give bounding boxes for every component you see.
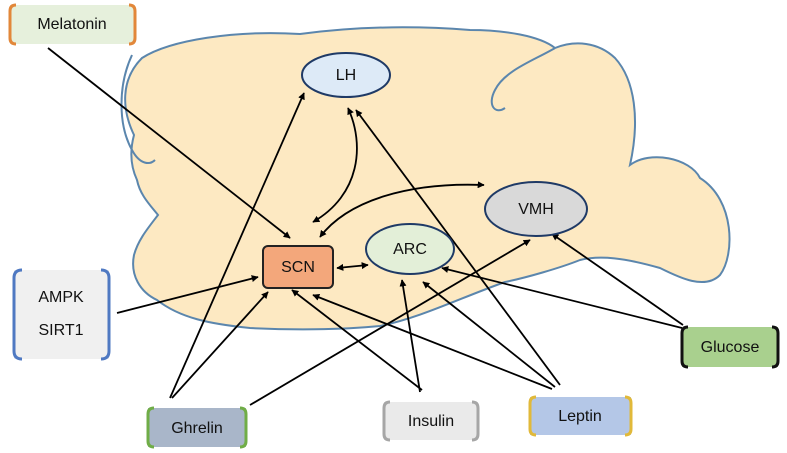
arrow-insulin-to-arc [399,279,421,393]
ghrelin-bracket-right [239,406,248,449]
glucose-box [682,327,778,367]
arrow-glucose-to-vmh [551,233,684,326]
ampk-bracket-left [12,268,23,361]
node-lh: LH [301,52,391,98]
arrow-leptin-to-scn [312,294,553,390]
ampk-label: AMPK [38,289,84,306]
factor-insulin: Insulin [382,400,480,442]
ghrelin-bracket-left [146,406,155,449]
ghrelin-label: Ghrelin [171,420,223,437]
vmh-label: VMH [518,201,554,218]
arrow-insulin-to-scn [291,289,423,391]
insulin-box [384,402,478,440]
arrow-scn-vmh-bidirectional [319,181,485,238]
arrow-scn-arc-bidirectional [336,262,369,271]
ampk-box [14,270,109,359]
brain-fold-cerebellum [490,47,556,112]
melatonin-label: Melatonin [37,16,106,33]
arrow-melatonin-to-scn [47,47,291,239]
factor-ghrelin: Ghrelin [146,406,248,449]
scn-box [262,245,334,289]
sirt1-label: SIRT1 [38,322,83,339]
arrow-ampk-to-scn [116,275,259,314]
ampk-bracket-right [100,268,111,361]
lh-label: LH [336,67,356,84]
insulin-bracket-right [471,400,480,442]
lh-ellipse [301,52,391,98]
factor-melatonin: Melatonin [8,3,137,46]
scn-label: SCN [281,259,315,276]
arrow-group [47,47,684,406]
melatonin-bracket-left [8,3,17,46]
leptin-bracket-left [528,395,537,437]
node-arc: ARC [365,223,455,275]
vmh-ellipse [484,181,588,237]
arrow-leptin-to-lh [355,109,561,386]
glucose-label: Glucose [701,339,760,356]
arc-label: ARC [393,241,427,258]
arrow-ghrelin-to-scn [171,291,269,399]
arrow-glucose-to-arc [441,266,683,329]
melatonin-bracket-right [128,3,137,46]
factor-ampk-sirt1: AMPK SIRT1 [12,268,111,361]
leptin-bracket-right [624,395,633,437]
factor-leptin: Leptin [528,395,633,437]
insulin-label: Insulin [408,413,454,430]
brain-outline [124,26,731,331]
leptin-box [530,397,631,435]
arrow-leptin-to-arc [422,281,556,388]
node-vmh: VMH [484,181,588,237]
melatonin-box [10,5,135,44]
arrow-ghrelin-to-vmh [249,239,531,406]
leptin-label: Leptin [558,408,602,425]
arc-ellipse [365,223,455,275]
arrow-ghrelin-to-lh [169,92,305,399]
brain-fold-left [120,54,156,164]
node-scn: SCN [262,245,334,289]
factor-glucose: Glucose [680,325,780,369]
insulin-bracket-left [382,400,391,442]
ghrelin-box [148,408,246,447]
glucose-bracket-right [771,325,780,369]
glucose-bracket-left [680,325,689,369]
